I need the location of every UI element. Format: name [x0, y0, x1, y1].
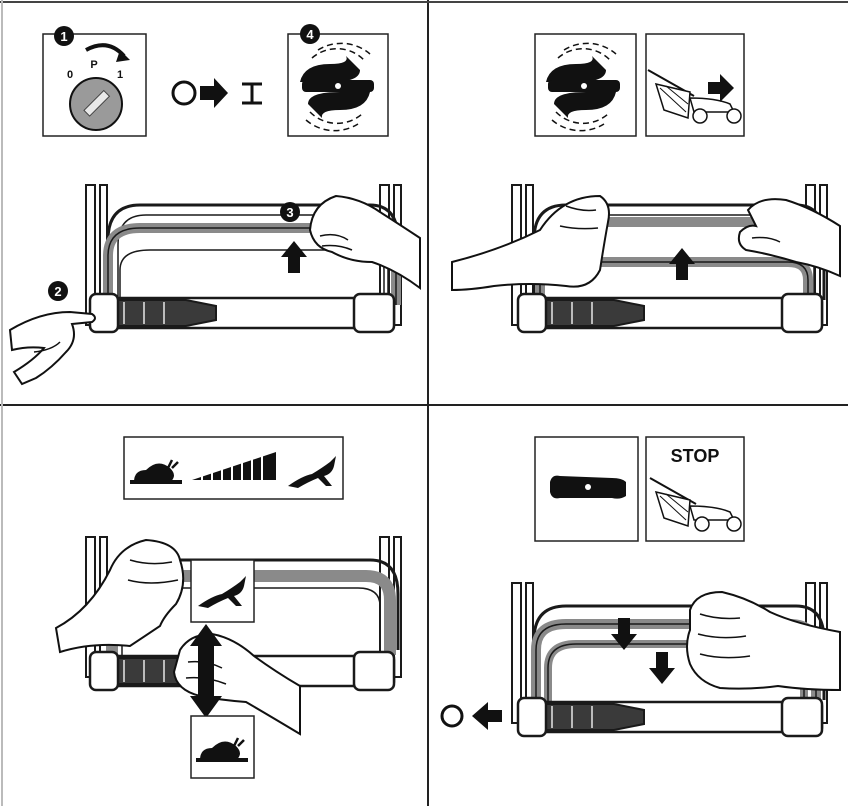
- handlebar-start: 3: [86, 185, 420, 332]
- mower-stop-box: STOP: [646, 437, 744, 541]
- key-switch-box: 1 0 P 1: [43, 26, 146, 136]
- handlebar-drive: [452, 185, 840, 332]
- mower-forward-box: [646, 34, 744, 136]
- key-position-1: 1: [117, 69, 123, 81]
- down-arrow-icon: [649, 652, 675, 684]
- handlebar-stop: [512, 583, 840, 736]
- stopped-blade-icon: [550, 476, 626, 499]
- off-icon: [442, 702, 502, 730]
- up-arrow-icon: [281, 241, 307, 273]
- step-3-number: 3: [286, 205, 293, 220]
- top-hand-icon: [56, 540, 183, 652]
- stop-label: STOP: [671, 446, 720, 466]
- step-4-number: 4: [306, 27, 314, 42]
- fast-hare-box: [191, 560, 254, 622]
- up-arrow-icon: [669, 248, 695, 280]
- gripping-hand-icon: [310, 196, 420, 288]
- spinning-blade-box: 4: [288, 24, 388, 136]
- speed-range-box: [124, 437, 343, 499]
- slow-snail-box: [191, 716, 254, 778]
- stopped-blade-box: [535, 437, 638, 541]
- step-1-number: 1: [60, 29, 67, 44]
- spinning-blade-box-2: [535, 34, 636, 136]
- off-to-on-icon: [173, 78, 262, 108]
- step-2-number: 2: [54, 284, 61, 299]
- key-position-0: 0: [67, 69, 73, 81]
- key-position-p: P: [90, 59, 97, 71]
- panel-stop: STOP: [442, 437, 840, 736]
- panel-start: 1 0 P 1 4: [10, 24, 420, 384]
- panel-speed: [56, 437, 401, 778]
- panel-drive: [452, 34, 840, 332]
